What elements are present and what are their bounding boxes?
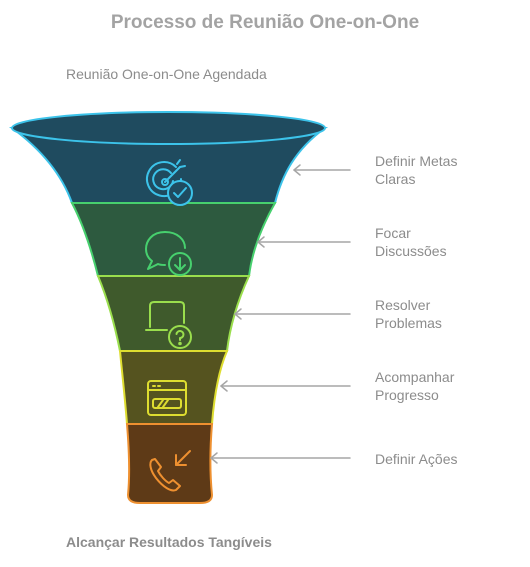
- step-label-1-line-2: Claras: [375, 171, 416, 187]
- question-screen-icon: [145, 301, 192, 349]
- chat-download-icon: [145, 231, 192, 276]
- funnel-bottom-label: Alcançar Resultados Tangíveis: [66, 534, 272, 550]
- funnel-segment-4: [118, 350, 229, 425]
- step-label-1-line-1: Definir Metas: [375, 153, 458, 169]
- connector-arrow-2: [257, 236, 351, 248]
- step-label-4-line-1: Acompanhar: [375, 369, 455, 385]
- step-label-3-line-2: Problemas: [375, 315, 442, 331]
- step-label-2-line-2: Discussões: [375, 243, 447, 259]
- step-label-3-line-1: Resolver: [375, 297, 431, 313]
- funnel-segment-5: [125, 423, 214, 504]
- step-label-5-line-1: Definir Ações: [375, 451, 458, 467]
- step-label-4: Acompanhar Progresso: [375, 368, 515, 404]
- step-label-3: Resolver Problemas: [375, 296, 515, 332]
- funnel-rim: [11, 111, 326, 145]
- connector-arrow-5: [210, 452, 351, 464]
- connector-arrow-4: [220, 380, 351, 392]
- connector-arrow-3: [234, 308, 351, 320]
- step-label-2-line-1: Focar: [375, 225, 411, 241]
- connector-arrow-1: [293, 164, 351, 176]
- step-label-4-line-2: Progresso: [375, 387, 439, 403]
- target-check-icon: [146, 159, 193, 206]
- diagram-title: Processo de Reunião One-on-One: [110, 12, 420, 33]
- progress-window-icon: [147, 380, 187, 416]
- funnel-top-label: Reunião One-on-One Agendada: [66, 66, 267, 82]
- step-label-5: Definir Ações: [375, 450, 515, 468]
- step-label-1: Definir Metas Claras: [375, 152, 515, 188]
- phone-arrow-icon: [149, 450, 191, 492]
- step-label-2: Focar Discussões: [375, 224, 515, 260]
